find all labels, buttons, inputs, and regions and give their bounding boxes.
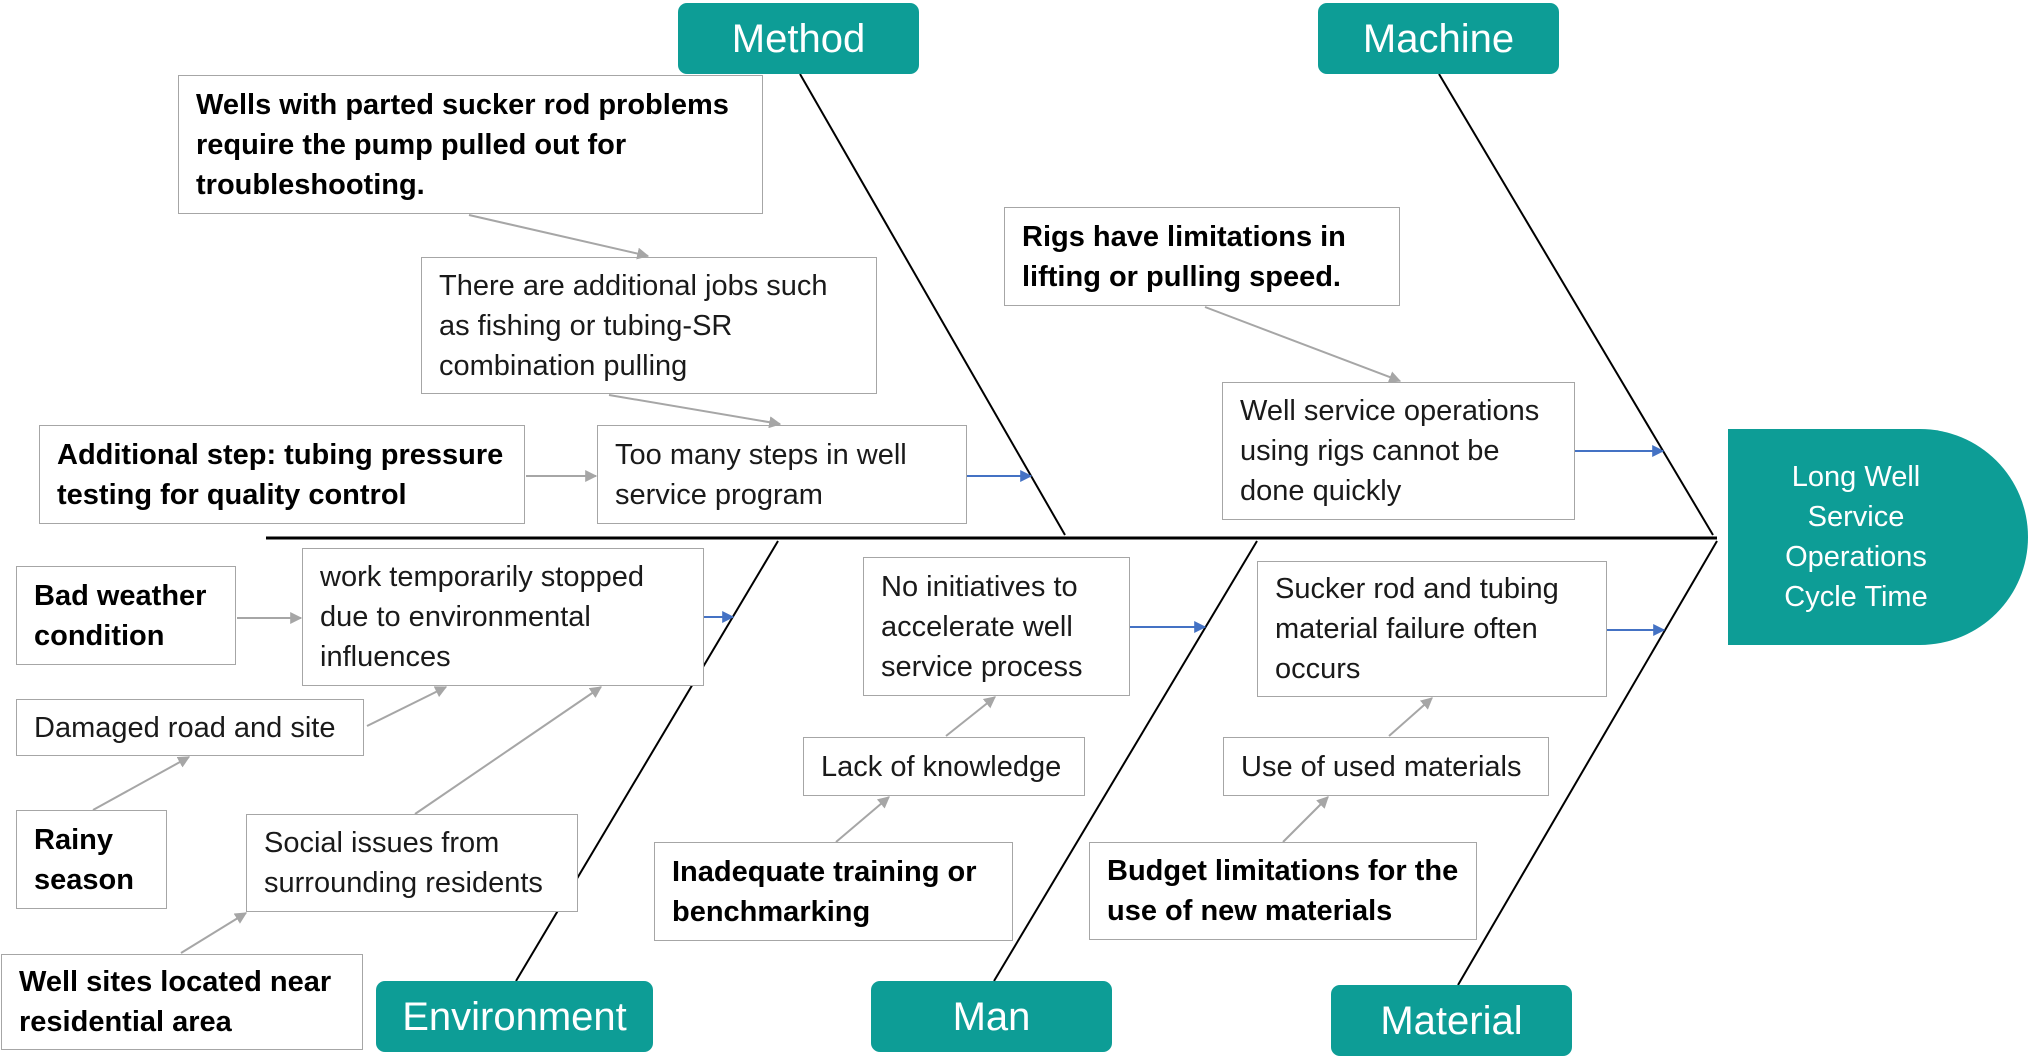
man-cause-box: Inadequate training or benchmarking bbox=[654, 842, 1013, 941]
machine-header-label: Machine bbox=[1362, 16, 1515, 61]
method-header: Method bbox=[678, 3, 919, 74]
method-header-label: Method bbox=[731, 16, 866, 61]
environment-cause-box: work temporarily stopped due to environm… bbox=[302, 548, 704, 686]
cause-text: Damaged road and site bbox=[34, 711, 336, 744]
environment-cause-box: Bad weather condition bbox=[16, 566, 236, 665]
cause-text: Well sites located near residential area bbox=[19, 966, 332, 1038]
material-header: Material bbox=[1331, 985, 1572, 1056]
cause-text: Bad weather condition bbox=[34, 579, 207, 652]
material-bone bbox=[1457, 540, 1718, 986]
material-cause-box: Sucker rod and tubing material failure o… bbox=[1257, 561, 1607, 697]
environment-cause-box: Well sites located near residential area bbox=[1, 954, 363, 1050]
cause-text: Rainy season bbox=[34, 823, 134, 896]
environment-cause-box: Rainy season bbox=[16, 810, 167, 909]
cause-text: Use of used materials bbox=[1241, 750, 1522, 783]
cause-text: Sucker rod and tubing material failure o… bbox=[1275, 573, 1559, 685]
effect-text: Long Well Service Operations Cycle Time bbox=[1784, 461, 1928, 613]
environment-cause-box: Damaged road and site bbox=[16, 699, 364, 756]
cause-text: Social issues from surrounding residents bbox=[264, 827, 543, 899]
cause-text: There are additional jobs such as fishin… bbox=[439, 269, 828, 382]
man-header-label: Man bbox=[952, 994, 1031, 1039]
man-cause-box: No initiatives to accelerate well servic… bbox=[863, 557, 1130, 696]
machine-bone bbox=[1438, 73, 1714, 536]
cause-text: Budget limitations for the use of new ma… bbox=[1107, 855, 1459, 927]
cause-text: Inadequate training or benchmarking bbox=[672, 855, 977, 928]
machine-header: Machine bbox=[1318, 3, 1559, 74]
material-cause-box: Use of used materials bbox=[1223, 737, 1549, 796]
cause-text: Lack of knowledge bbox=[821, 750, 1062, 783]
material-header-label: Material bbox=[1380, 998, 1523, 1043]
effect-head: Long Well Service Operations Cycle Time bbox=[1728, 429, 2028, 645]
machine-cause-box: Rigs have limitations in lifting or pull… bbox=[1004, 207, 1400, 306]
environment-header: Environment bbox=[376, 981, 653, 1052]
method-bone bbox=[799, 73, 1066, 536]
method-cause-box: Additional step: tubing pressure testing… bbox=[39, 425, 525, 524]
man-cause-box: Lack of knowledge bbox=[803, 737, 1085, 796]
cause-text: Wells with parted sucker rod problems re… bbox=[196, 88, 729, 201]
cause-text: Well service operations using rigs canno… bbox=[1240, 395, 1540, 507]
environment-cause-box: Social issues from surrounding residents bbox=[246, 814, 578, 912]
man-header: Man bbox=[871, 981, 1112, 1052]
material-cause-box: Budget limitations for the use of new ma… bbox=[1089, 842, 1477, 940]
cause-text: work temporarily stopped due to environm… bbox=[320, 561, 644, 673]
method-cause-box: Wells with parted sucker rod problems re… bbox=[178, 75, 763, 214]
cause-text: Additional step: tubing pressure testing… bbox=[57, 438, 504, 511]
cause-text: No initiatives to accelerate well servic… bbox=[881, 570, 1083, 683]
machine-cause-box: Well service operations using rigs canno… bbox=[1222, 382, 1575, 520]
method-cause-box: Too many steps in well service program bbox=[597, 425, 967, 524]
method-cause-box: There are additional jobs such as fishin… bbox=[421, 257, 877, 394]
cause-text: Too many steps in well service program bbox=[615, 438, 907, 511]
environment-header-label: Environment bbox=[402, 994, 627, 1039]
man-bone bbox=[993, 540, 1258, 982]
cause-text: Rigs have limitations in lifting or pull… bbox=[1022, 220, 1346, 293]
